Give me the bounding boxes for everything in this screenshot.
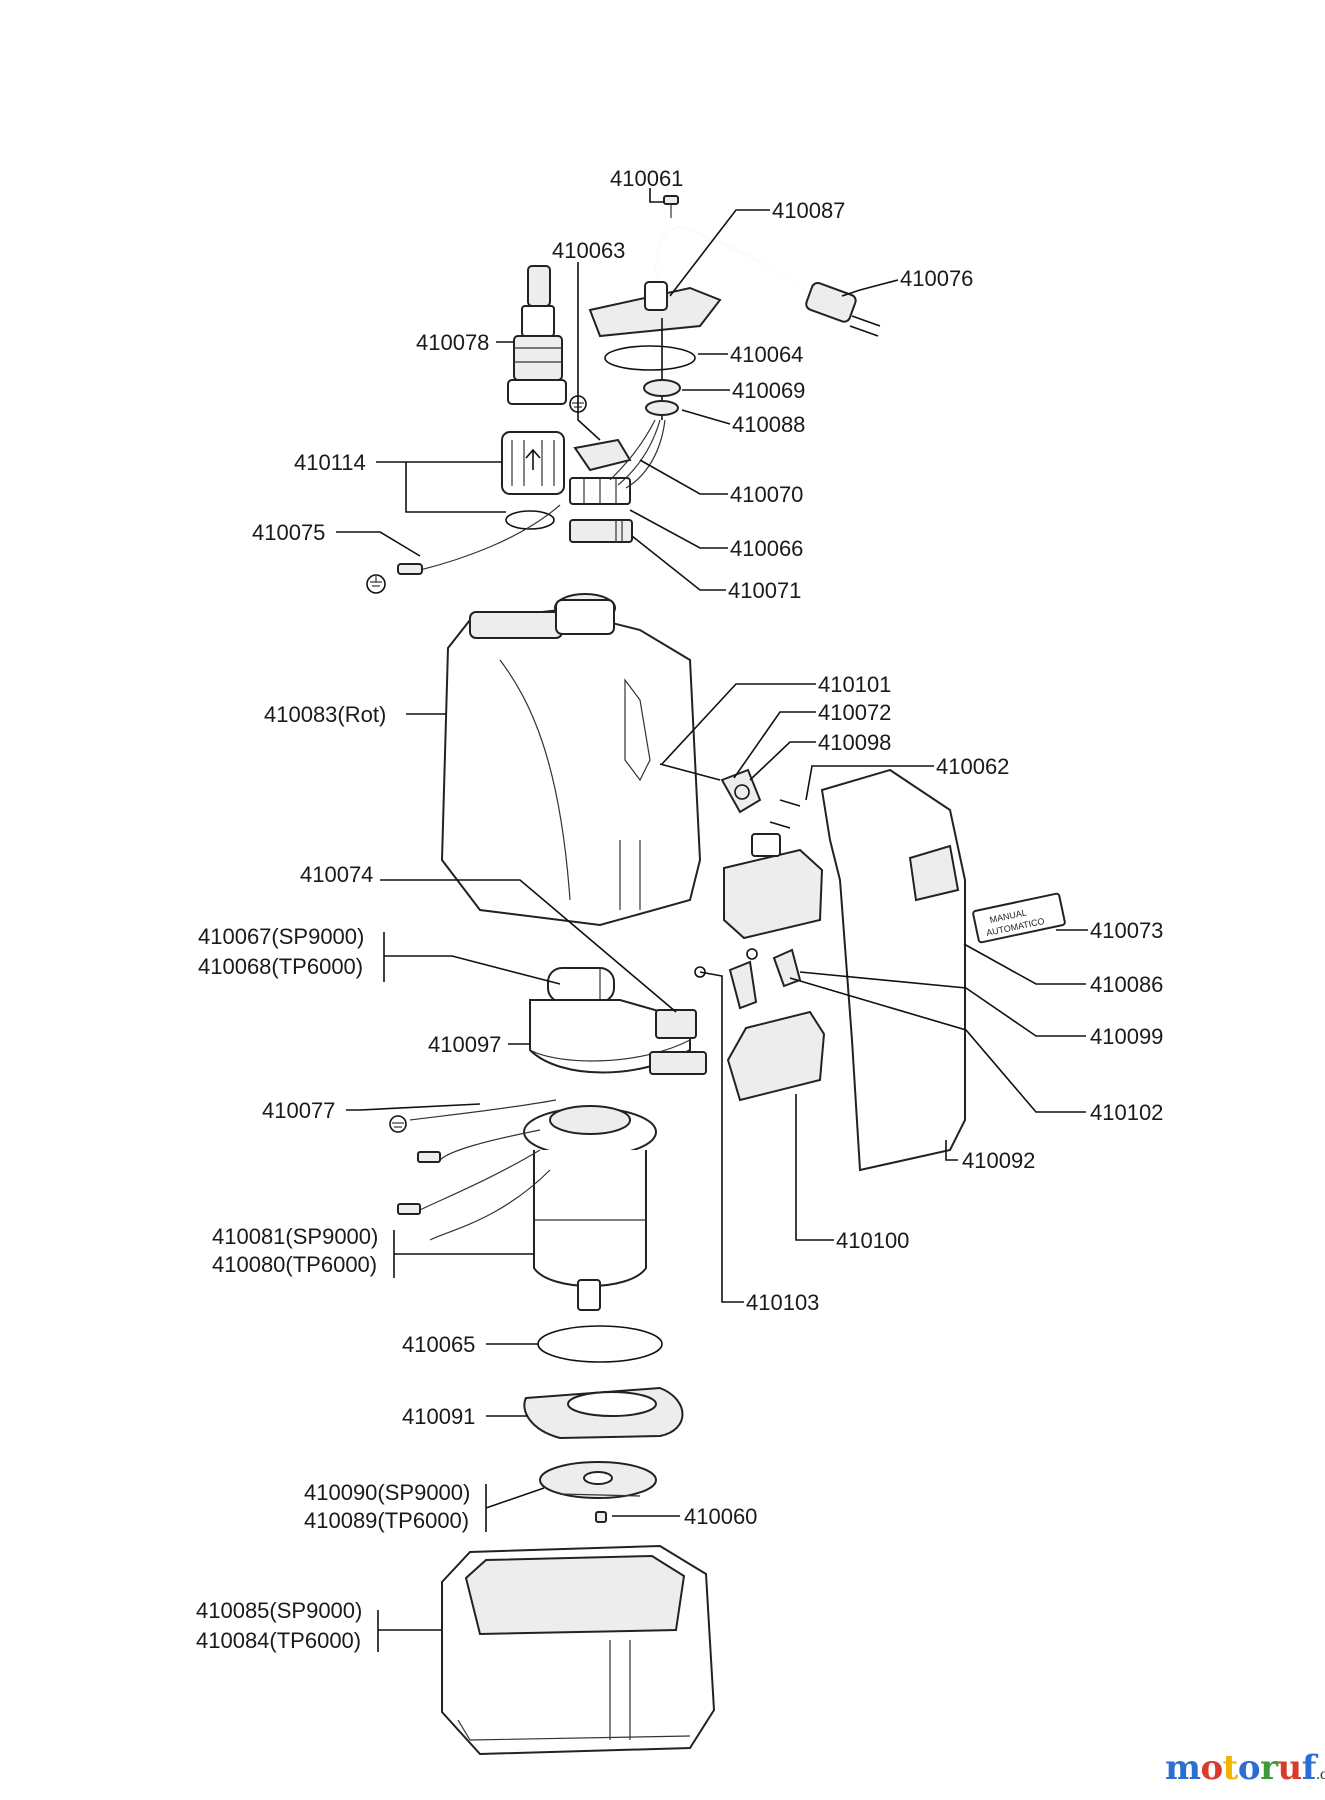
label-410061: 410061 [610,166,683,191]
label-410086: 410086 [1090,972,1163,997]
housing-410083 [440,593,702,927]
label-410101: 410101 [818,672,891,697]
base-410085 [441,1544,716,1756]
watermark-brand: motoruf [1165,1748,1316,1788]
label-410092: 410092 [962,1148,1035,1173]
label-410081: 410081(SP9000) [212,1224,378,1249]
coupling-410114 [501,431,565,530]
label-410087: 410087 [772,198,845,223]
watermark-letter: r [1260,1748,1278,1788]
label-410063: 410063 [552,238,625,263]
screw-410061 [663,195,679,218]
label-410074: 410074 [300,862,373,887]
label-410090: 410090(SP9000) [304,1480,470,1505]
screw-410101 [659,763,721,781]
label-410075: 410075 [252,520,325,545]
label-410070: 410070 [730,482,803,507]
cable-410087 [655,227,811,301]
plug-410076 [805,282,881,337]
watermark-letter: o [1237,1748,1261,1788]
label-410072: 410072 [818,700,891,725]
label-410103: 410103 [746,1290,819,1315]
label-410083: 410083(Rot) [264,702,386,727]
wires-to-gland [609,419,666,489]
leader-lines [336,188,1088,1652]
watermark-letter: t [1222,1748,1239,1788]
label-410065: 410065 [402,1332,475,1357]
o-ring-410065 [537,1325,663,1363]
capacitor-410067 [547,967,615,1003]
cable-cover-plate [588,281,722,338]
pump-cover-410091 [523,1386,684,1440]
micro-switch-410074 [649,1009,707,1075]
screws-410062 [769,799,801,829]
watermark-letter: o [1200,1748,1223,1788]
switch-plate-410073: MANUAL AUTOMATICO [972,892,1066,944]
label-410068: 410068(TP6000) [198,954,363,979]
terminal-block-410070 [569,438,632,505]
label-410080: 410080(TP6000) [212,1252,377,1277]
cover-410100 [726,1010,826,1102]
switch-housing-410092 [820,768,966,1172]
watermark-letter: m [1165,1748,1201,1788]
switch-module [723,833,824,940]
label-410077: 410077 [262,1098,335,1123]
cable-gland-410069 [643,318,681,420]
label-410102: 410102 [1090,1100,1163,1125]
watermark-letter: f [1301,1748,1317,1788]
label-410084: 410084(TP6000) [196,1628,361,1653]
label-410078: 410078 [416,330,489,355]
watermark-logo: motoruf.de [1165,1748,1325,1788]
label-410114: 410114 [294,450,366,475]
impeller-410090 [539,1461,657,1499]
watermark-letter: u [1277,1748,1303,1788]
label-410100: 410100 [836,1228,909,1253]
part-labels: 410061 410087 410063 410076 410078 41006… [196,166,1163,1653]
label-410069: 410069 [732,378,805,403]
label-410073: 410073 [1090,918,1163,943]
label-410091: 410091 [402,1404,475,1429]
motor-410081 [523,1105,657,1311]
label-410062: 410062 [936,754,1009,779]
label-410097: 410097 [428,1032,501,1057]
motor-wires [389,1099,557,1241]
label-410071: 410071 [728,578,801,603]
label-410099: 410099 [1090,1024,1163,1049]
terminal-block-410066 [569,519,633,543]
screw-410060 [595,1511,607,1523]
label-410085: 410085(SP9000) [196,1598,362,1623]
label-410066: 410066 [730,536,803,561]
label-410098: 410098 [818,730,891,755]
label-410060: 410060 [684,1504,757,1529]
label-410088: 410088 [732,412,805,437]
watermark-tld: .de [1315,1767,1325,1783]
gasket-410064 [604,345,696,371]
label-410064: 410064 [730,342,803,367]
actuator-410099 [694,948,802,1010]
label-410076: 410076 [900,266,973,291]
label-410089: 410089(TP6000) [304,1508,469,1533]
label-410067: 410067(SP9000) [198,924,364,949]
ground-wire-410075 [366,504,561,594]
hose-connector-410078 [507,265,567,405]
